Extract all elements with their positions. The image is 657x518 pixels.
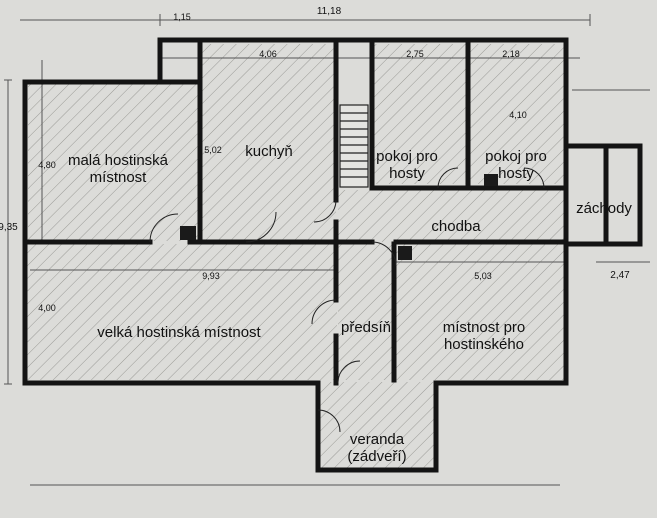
dimension-overall-width: 11,18 xyxy=(316,6,342,17)
dimension-dim-7: 5,03 xyxy=(474,271,492,281)
room-label-mala-hostinska: malá hostinská místnost xyxy=(67,152,169,186)
dimension-dim-6: 4,00 xyxy=(38,303,56,313)
door-swings xyxy=(149,167,545,433)
room-label-pokoj-2: pokoj pro hosty xyxy=(485,148,547,182)
stoves xyxy=(180,174,498,260)
dimension-dim-9: 4,10 xyxy=(509,110,527,120)
room-label-veranda: veranda (zádveří) xyxy=(347,431,407,465)
room-label-zachody: záchody xyxy=(576,200,632,217)
dimension-dim-10: 1,15 xyxy=(173,12,191,22)
room-label-pokoj-1: pokoj pro hosty xyxy=(376,148,438,182)
dimension-dim-3: 2,18 xyxy=(502,49,520,59)
room-label-velka-hostinska: velká hostinská místnost xyxy=(97,324,261,341)
dimension-dim-5: 4,80 xyxy=(38,160,56,170)
dimension-dim-4: 5,02 xyxy=(204,145,222,155)
dimension-right-width: 2,47 xyxy=(610,270,630,281)
dimension-overall-depth: 9,35 xyxy=(0,222,18,233)
room-label-chodba: chodba xyxy=(431,218,481,235)
room-label-kuchyn: kuchyň xyxy=(245,143,293,160)
dimension-dim-1: 4,06 xyxy=(259,49,277,59)
walls xyxy=(22,37,643,473)
dimension-dim-2: 2,75 xyxy=(406,49,424,59)
floor-hatching xyxy=(25,44,566,470)
staircase xyxy=(339,104,369,188)
dimension-dim-8: 9,93 xyxy=(202,271,220,281)
room-label-mistnost-hostinskeho: místnost pro hostinského xyxy=(442,319,526,353)
room-label-predsin: předsíň xyxy=(340,319,392,336)
